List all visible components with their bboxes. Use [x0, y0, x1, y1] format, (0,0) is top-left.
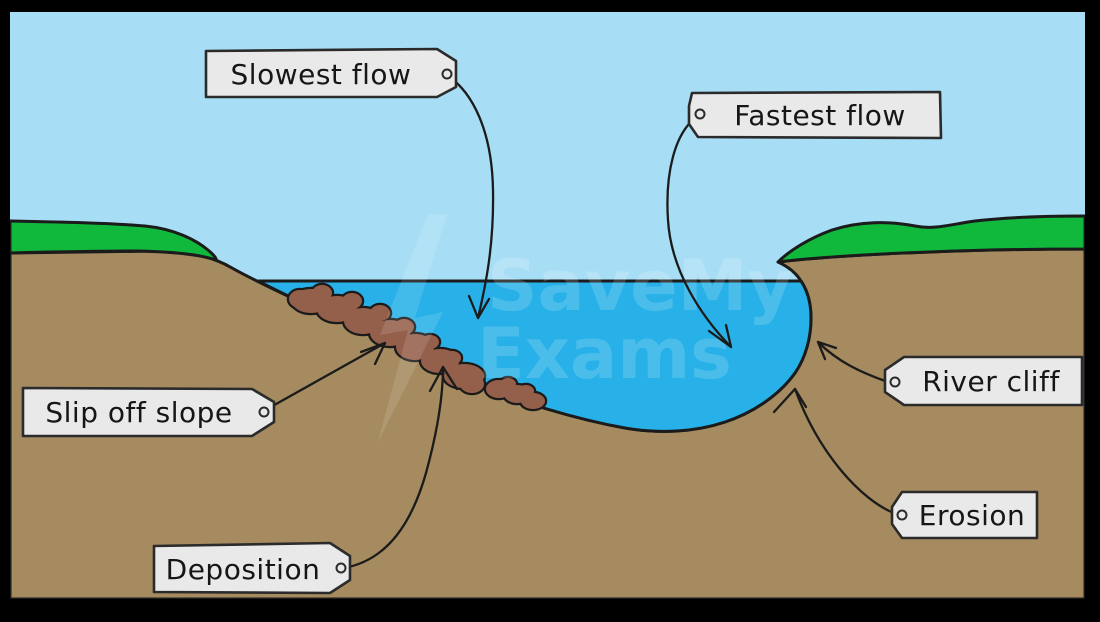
river-cliff-label: River cliff	[922, 365, 1060, 398]
fastest-flow-label: Fastest flow	[734, 99, 906, 132]
slip-off-slope-tag	[21, 386, 276, 438]
slip-off-slope-tag-eyelet	[258, 406, 270, 418]
erosion-tag-eyelet	[896, 509, 908, 521]
pointer-arrows	[267, 74, 898, 570]
fastest-flow-tag	[687, 90, 943, 140]
slip-off-slope-arrow	[267, 341, 387, 410]
watermark-line1: SaveMy	[487, 245, 793, 327]
watermark-line2: Exams	[477, 313, 732, 395]
slowest-flow-label: Slowest flow	[231, 58, 412, 91]
deposited-sediment	[289, 285, 545, 409]
erosion-arrowhead	[772, 387, 808, 414]
left-bank-grass	[10, 219, 218, 262]
slip-off-slope-arrowhead	[359, 341, 387, 366]
river-cliff-tag	[883, 355, 1084, 407]
deposition-label: Deposition	[166, 553, 321, 586]
slowest-flow-arrow	[446, 74, 495, 320]
erosion-arrow	[793, 387, 898, 516]
erosion-label: Erosion	[919, 499, 1025, 532]
watermark-bolt-icon	[378, 214, 447, 442]
watermark: SaveMy Exams	[378, 214, 793, 442]
fastest-flow-arrowhead	[707, 323, 733, 349]
fastest-flow-arrow	[666, 114, 733, 349]
erosion-tag	[890, 490, 1039, 540]
deposition-tag-eyelet	[335, 562, 347, 574]
fastest-flow-tag-eyelet	[694, 108, 706, 120]
river-cliff-arrow	[816, 340, 890, 384]
slowest-flow-arrowhead	[467, 294, 491, 320]
slip-off-slope-label: Slip off slope	[45, 396, 232, 429]
label-tags: Slowest flow Fastest flow Slip off slope…	[21, 47, 1084, 595]
deposition-arrow	[342, 365, 445, 570]
deposition-arrowhead	[428, 365, 459, 393]
slowest-flow-tag	[204, 47, 458, 99]
river-cliff-tag-eyelet	[889, 376, 901, 388]
right-bank-grass	[776, 214, 1085, 264]
slowest-flow-tag-eyelet	[441, 68, 453, 80]
deposition-tag	[152, 541, 352, 595]
river-cliff-arrowhead	[816, 340, 838, 361]
